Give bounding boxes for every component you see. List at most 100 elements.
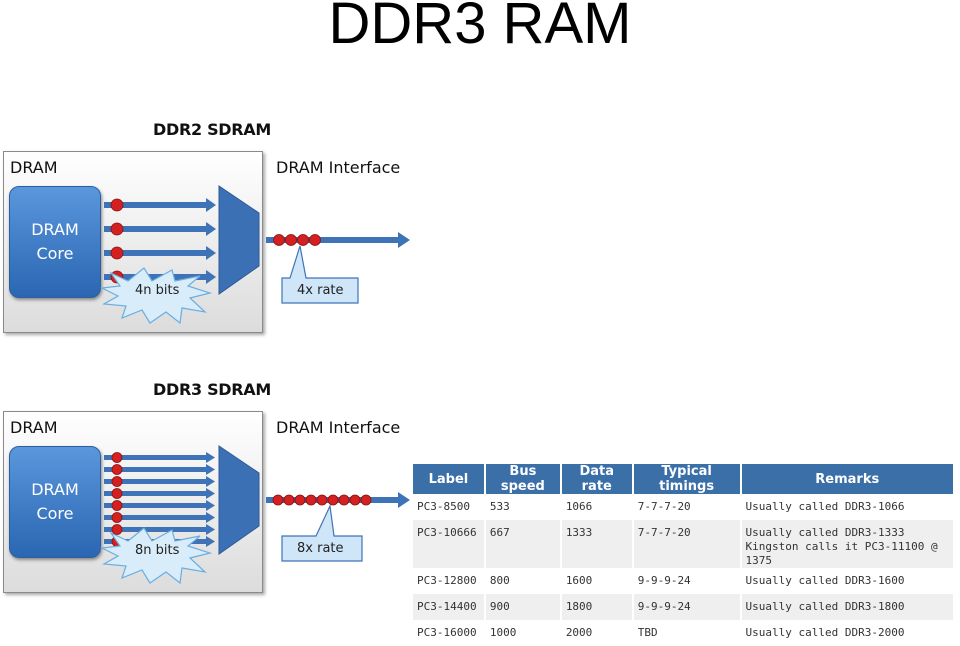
cell-label: PC3-14400: [413, 594, 486, 620]
data-bead: [272, 494, 284, 506]
cell-bus-speed: 667: [484, 520, 562, 568]
data-bead: [285, 234, 297, 246]
header-remarks: Remarks: [740, 464, 956, 494]
ddr3-bits-burst: [99, 527, 213, 585]
data-bead: [327, 494, 339, 506]
ddr3-modules-table: Label Bus speed Data rate Typical timing…: [413, 464, 956, 646]
internal-arrow: [104, 488, 215, 499]
ddr2-interface-label: DRAM Interface: [276, 158, 401, 177]
ddr2-bits-burst: [99, 267, 213, 325]
cell-remarks: Usually called DDR3-1066: [740, 494, 956, 520]
cell-timings: 7-7-7-20: [632, 520, 742, 568]
cell-label: PC3-10666: [413, 520, 486, 568]
cell-data-rate: 1066: [560, 494, 634, 520]
bit-bead: [110, 198, 124, 212]
internal-arrow: [104, 452, 215, 463]
internal-arrow: [104, 198, 216, 212]
ddr2-core-line1: DRAM: [31, 220, 79, 239]
table-row: PC3-8500 533 1066 7-7-7-20 Usually calle…: [413, 494, 956, 520]
cell-timings: TBD: [632, 620, 742, 646]
cell-bus-speed: 1000: [484, 620, 562, 646]
cell-timings: 9-9-9-24: [632, 568, 742, 594]
cell-remarks: Usually called DDR3-1600: [740, 568, 956, 594]
cell-timings: 9-9-9-24: [632, 594, 742, 620]
cell-label: PC3-8500: [413, 494, 486, 520]
table-row: PC3-16000 1000 2000 TBD Usually called D…: [413, 620, 956, 646]
ddr2-graphic: [99, 185, 410, 325]
cell-data-rate: 2000: [560, 620, 634, 646]
ddr2-multiplexer: [218, 185, 260, 295]
ddr2-external-arrow: [266, 232, 410, 248]
header-typical-timings: Typical timings: [632, 464, 742, 494]
internal-arrow: [104, 524, 215, 535]
ddr3-external-beads: [272, 494, 372, 506]
ddr3-dram-core: DRAM Core: [9, 446, 101, 558]
ddr3-rate-label: 8x rate: [297, 541, 344, 556]
data-bead: [360, 494, 372, 506]
ddr3-diagram: DDR3 SDRAM DRAM DRAM Interface DRAM Core: [0, 378, 420, 608]
ddr3-internal-beads: [111, 452, 123, 547]
ddr2-core-line2: Core: [36, 244, 74, 263]
bit-bead: [110, 222, 124, 236]
ddr3-dram-label: DRAM: [10, 418, 58, 437]
table-row: PC3-10666 667 1333 7-7-7-20 Usually call…: [413, 520, 956, 568]
data-bead: [297, 234, 309, 246]
internal-arrow: [104, 222, 216, 236]
ddr3-bits-label: 8n bits: [135, 543, 180, 558]
internal-arrow: [104, 500, 215, 511]
bit-bead: [111, 452, 123, 463]
ddr2-heading: DDR2 SDRAM: [153, 120, 272, 139]
ddr3-rate-callout: [281, 503, 363, 562]
data-bead: [273, 234, 285, 246]
cell-bus-speed: 900: [484, 594, 562, 620]
ddr2-dram-core: DRAM Core: [9, 186, 101, 298]
internal-arrow: [104, 464, 215, 475]
data-bead: [338, 494, 350, 506]
bit-bead: [110, 246, 124, 260]
table-header-row: Label Bus speed Data rate Typical timing…: [413, 464, 956, 494]
cell-bus-speed: 533: [484, 494, 562, 520]
cell-remarks: Usually called DDR3-2000: [740, 620, 956, 646]
data-bead: [305, 494, 317, 506]
ddr3-interface-label: DRAM Interface: [276, 418, 401, 437]
bit-bead: [111, 464, 123, 475]
bit-bead: [111, 524, 123, 535]
ddr2-rate-callout: [281, 245, 359, 304]
data-bead: [283, 494, 295, 506]
data-bead: [349, 494, 361, 506]
ddr3-core-line2: Core: [36, 504, 74, 523]
cell-label: PC3-16000: [413, 620, 486, 646]
bit-bead: [111, 500, 123, 511]
page-title: DDR3 RAM: [328, 0, 632, 56]
ddr2-dram-label: DRAM: [10, 158, 58, 177]
cell-remarks: Usually called DDR3-1333 Kingston calls …: [740, 520, 956, 568]
data-bead: [309, 234, 321, 246]
cell-label: PC3-12800: [413, 568, 486, 594]
cell-data-rate: 1800: [560, 594, 634, 620]
data-bead: [294, 494, 306, 506]
bit-bead: [111, 488, 123, 499]
ddr3-graphic: [99, 445, 410, 585]
header-label: Label: [413, 464, 486, 494]
ddr2-external-beads: [273, 234, 321, 246]
internal-arrow: [104, 476, 215, 487]
cell-data-rate: 1333: [560, 520, 634, 568]
internal-arrow: [104, 270, 216, 284]
header-bus-speed: Bus speed: [484, 464, 562, 494]
table-row: PC3-14400 900 1800 9-9-9-24 Usually call…: [413, 594, 956, 620]
internal-arrow: [104, 246, 216, 260]
table-row: PC3-12800 800 1600 9-9-9-24 Usually call…: [413, 568, 956, 594]
header-data-rate: Data rate: [560, 464, 634, 494]
cell-remarks: Usually called DDR3-1800: [740, 594, 956, 620]
bit-bead: [111, 476, 123, 487]
bit-bead: [111, 512, 123, 523]
cell-data-rate: 1600: [560, 568, 634, 594]
cell-bus-speed: 800: [484, 568, 562, 594]
data-bead: [316, 494, 328, 506]
ddr2-internal-arrows: [104, 198, 216, 284]
ddr3-multiplexer: [218, 445, 260, 555]
cell-timings: 7-7-7-20: [632, 494, 742, 520]
ddr2-bits-label: 4n bits: [135, 283, 180, 298]
ddr2-rate-label: 4x rate: [297, 283, 344, 298]
ddr3-core-line1: DRAM: [31, 480, 79, 499]
